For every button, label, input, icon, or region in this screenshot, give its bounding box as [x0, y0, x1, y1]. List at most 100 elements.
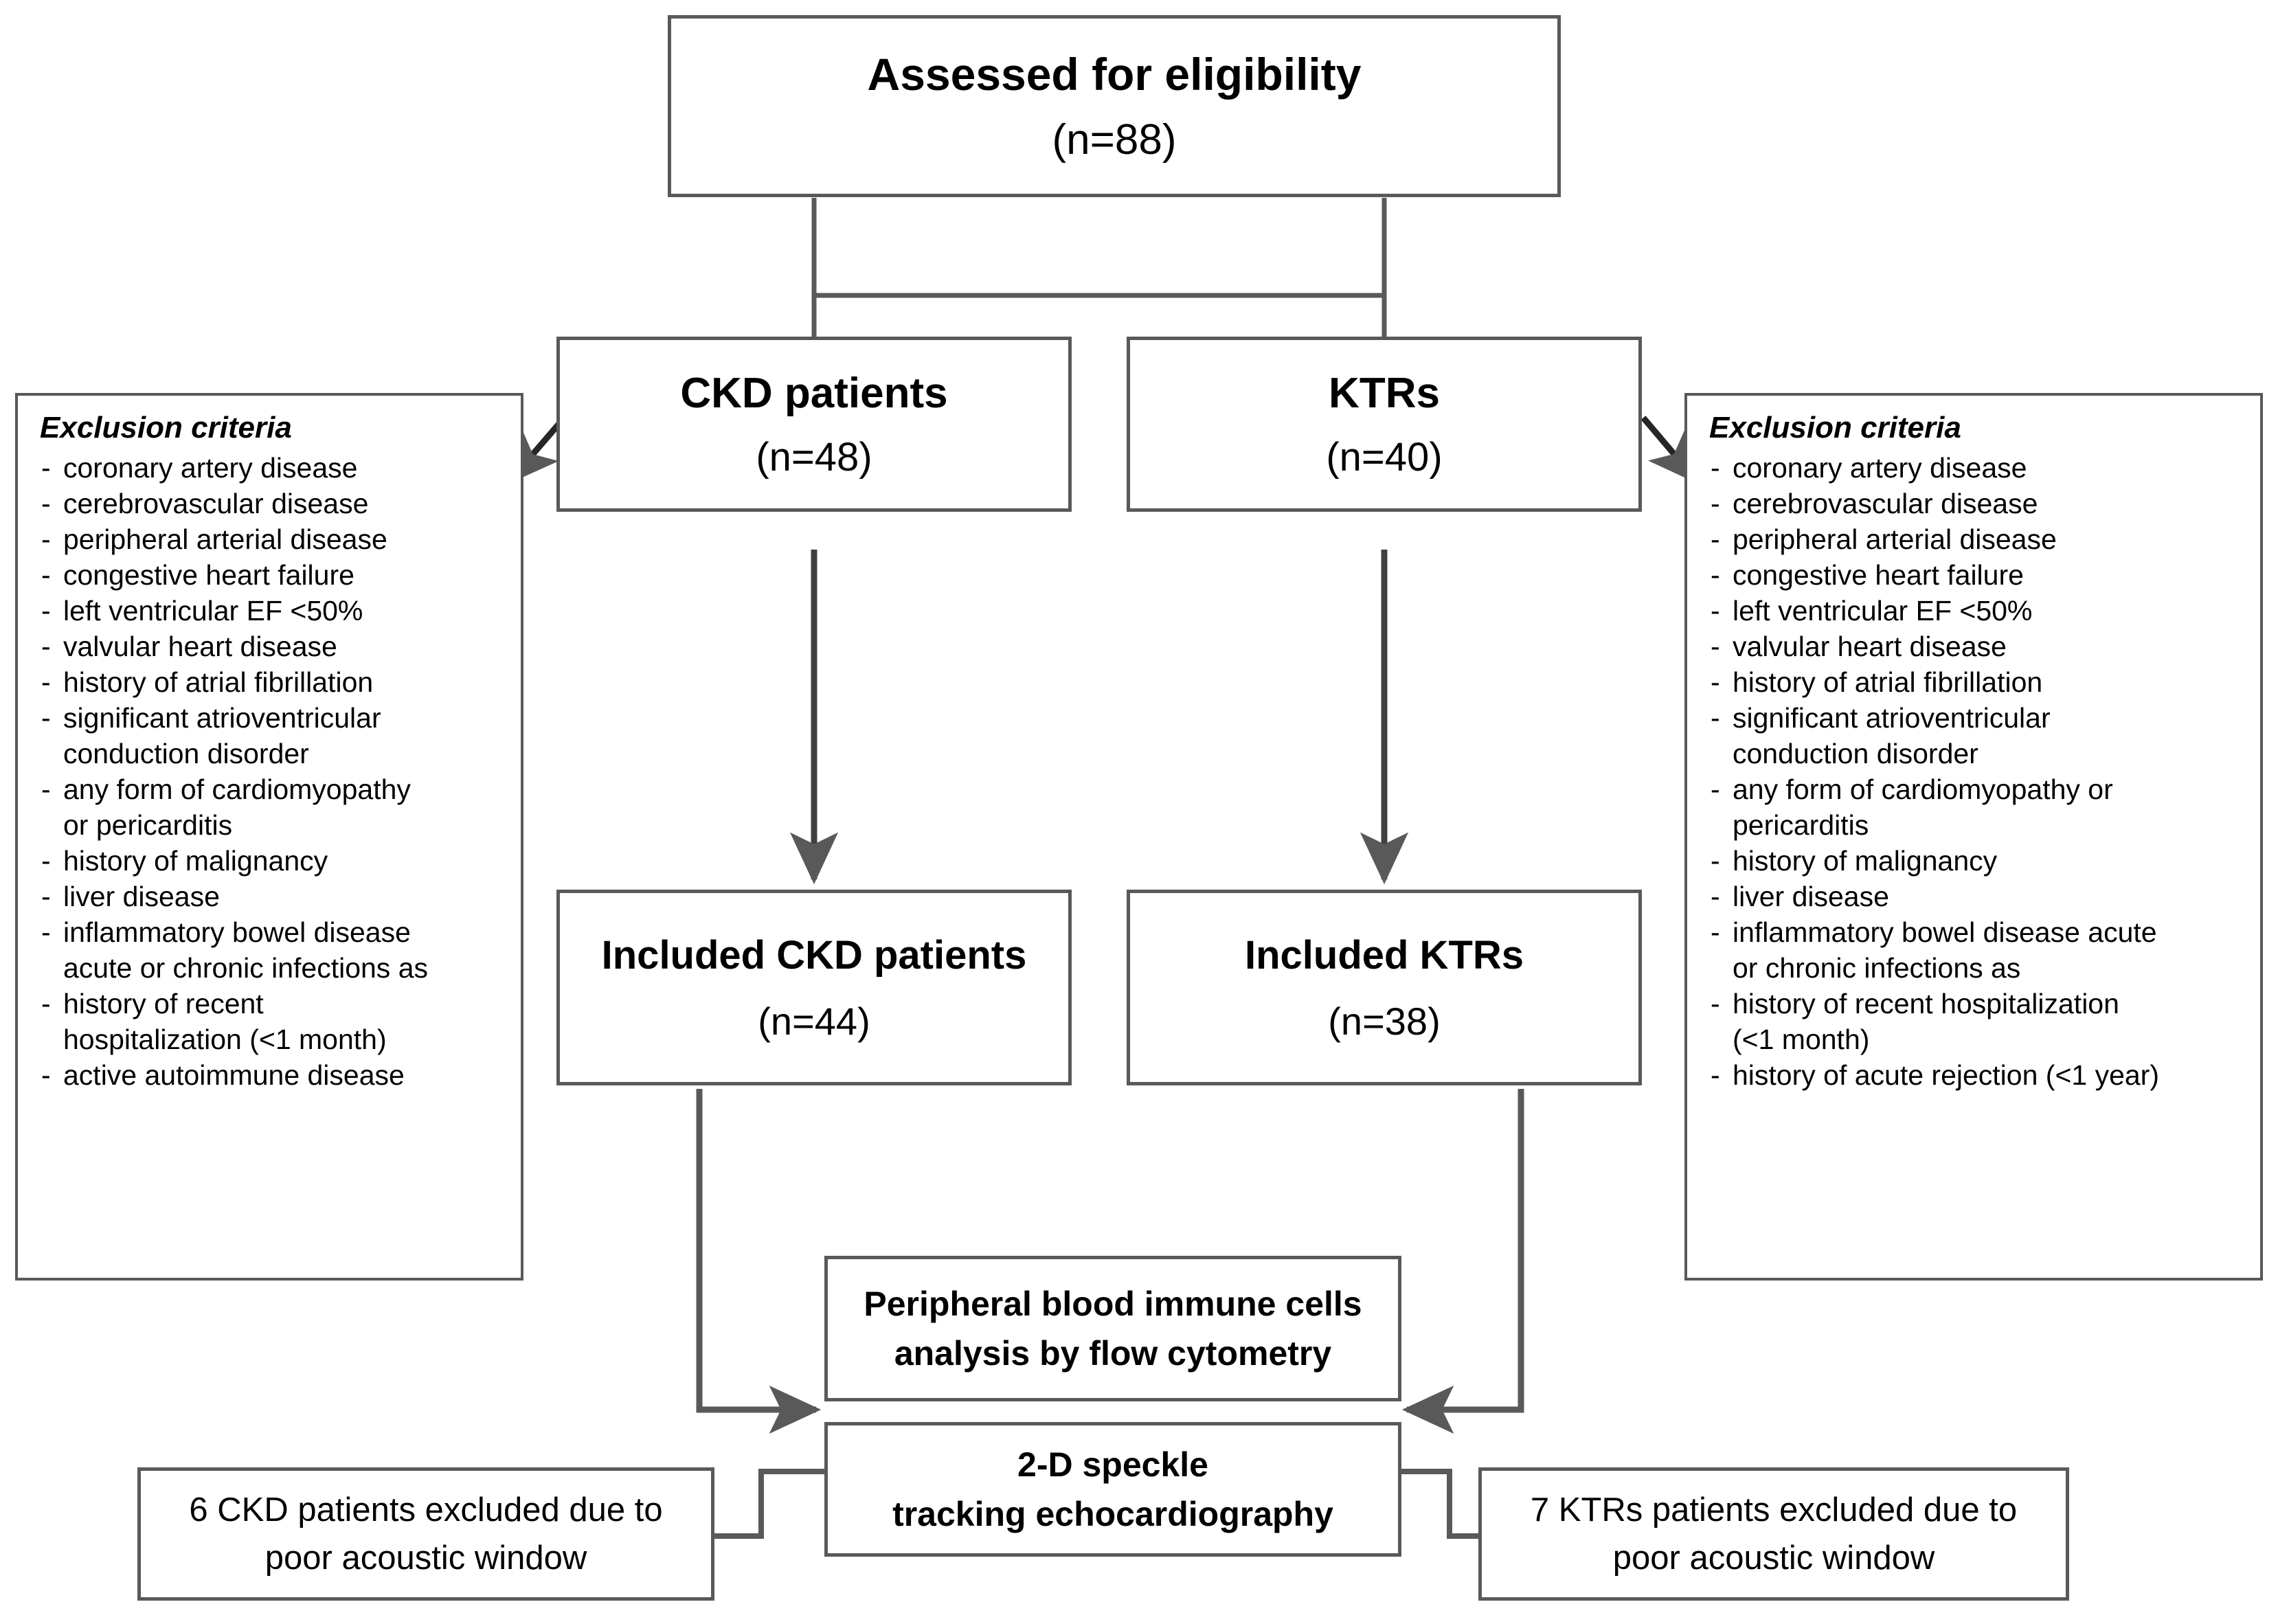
exclusion-item-text: history of atrial fibrillation [63, 666, 374, 699]
exclusion-item-text: any form of cardiomyopathy [63, 774, 411, 806]
node-ktrs-count: (n=40) [1326, 434, 1443, 480]
bullet-dash-icon: - [41, 488, 51, 520]
exclusion-list-item: -conduction disorder [1701, 736, 2246, 771]
node-flow-cytometry-line1: Peripheral blood immune cells [864, 1285, 1362, 1323]
node-included-ktrs: Included KTRs (n=38) [1127, 890, 1642, 1085]
exclusion-item-text: peripheral arterial disease [63, 523, 387, 556]
node-included-ckd-count: (n=44) [758, 999, 870, 1043]
exclusion-item-text: cerebrovascular disease [63, 488, 369, 520]
panel-exclusion-criteria-ckd: Exclusion criteria -coronary artery dise… [15, 393, 523, 1281]
exclusion-list-item: -coronary artery disease [1701, 451, 2246, 485]
node-ckd-count: (n=48) [756, 434, 872, 480]
exclusion-list-item: -pericarditis [1701, 808, 2246, 842]
exclusion-item-text: history of recent hospitalization [1733, 988, 2119, 1020]
node-excluded-ckd-acoustic-window: 6 CKD patients excluded due to poor acou… [137, 1467, 714, 1601]
exclusion-item-text: or pericarditis [63, 809, 233, 842]
exclusion-item-text: cerebrovascular disease [1733, 488, 2038, 520]
bullet-dash-icon: - [1711, 631, 1720, 663]
bullet-dash-icon: - [1711, 523, 1720, 556]
exclusion-item-text: liver disease [63, 881, 220, 913]
bullet-dash-icon: - [1711, 1059, 1720, 1092]
node-excluded-ckd-line1: 6 CKD patients excluded due to [189, 1491, 663, 1529]
exclusion-right-list: -coronary artery disease-cerebrovascular… [1701, 451, 2246, 1092]
exclusion-list-item: -or chronic infections as [1701, 951, 2246, 985]
exclusion-list-item: -cerebrovascular disease [1701, 486, 2246, 521]
exclusion-right-title: Exclusion criteria [1709, 411, 1961, 444]
exclusion-list-item: -conduction disorder [32, 736, 507, 771]
exclusion-item-text: significant atrioventricular [1733, 702, 2051, 734]
bullet-dash-icon: - [1711, 595, 1720, 627]
bullet-dash-icon: - [1711, 666, 1720, 699]
exclusion-list-item: -acute or chronic infections as [32, 951, 507, 985]
bullet-dash-icon: - [41, 774, 51, 806]
exclusion-list-item: - peripheral arterial disease [32, 522, 507, 556]
exclusion-item-text: history of malignancy [1733, 845, 1998, 877]
exclusion-list-item: - any form of cardiomyopathy or [1701, 772, 2246, 807]
exclusion-item-text: or chronic infections as [1733, 952, 2021, 984]
exclusion-list-item: -liver disease [32, 879, 507, 914]
bullet-dash-icon: - [41, 881, 51, 913]
connector-included-ktrs-to-speckle [1401, 1089, 1524, 1434]
node-speckle-tracking-echocardiography: 2-D speckle tracking echocardiography [824, 1422, 1401, 1557]
bullet-dash-icon: - [1711, 988, 1720, 1020]
bullet-dash-icon: - [1711, 559, 1720, 591]
exclusion-list-item: -history of atrial fibrillation [1701, 665, 2246, 699]
exclusion-item-text: history of acute rejection (<1 year) [1733, 1059, 2159, 1092]
bullet-dash-icon: - [41, 452, 51, 484]
exclusion-list-item: -coronary artery disease [32, 451, 507, 485]
exclusion-list-item: -history of malignancy [1701, 844, 2246, 878]
bullet-dash-icon: - [1711, 488, 1720, 520]
node-assessed-count: (n=88) [1052, 116, 1177, 163]
node-ckd-patients: CKD patients (n=48) [556, 337, 1072, 512]
node-speckle-line2: tracking echocardiography [892, 1495, 1333, 1533]
bullet-dash-icon: - [1711, 702, 1720, 734]
exclusion-item-text: history of atrial fibrillation [1733, 666, 2043, 699]
exclusion-item-text: coronary artery disease [1733, 452, 2027, 484]
bullet-dash-icon: - [1711, 774, 1720, 806]
exclusion-item-text: conduction disorder [1733, 738, 1978, 770]
node-included-ckd-title: Included CKD patients [601, 932, 1027, 978]
exclusion-item-text: pericarditis [1733, 809, 1869, 842]
exclusion-item-text: left ventricular EF <50% [63, 595, 363, 627]
exclusion-item-text: history of recent [63, 988, 264, 1020]
bullet-dash-icon: - [41, 845, 51, 877]
exclusion-item-text: coronary artery disease [63, 452, 358, 484]
bullet-dash-icon: - [1711, 916, 1720, 949]
node-included-ktrs-count: (n=38) [1328, 999, 1441, 1043]
exclusion-list-item: -valvular heart disease [1701, 629, 2246, 664]
panel-exclusion-criteria-ktrs: Exclusion criteria -coronary artery dise… [1684, 393, 2263, 1281]
exclusion-left-list: -coronary artery disease-cerebrovascular… [32, 451, 507, 1092]
exclusion-list-item: -congestive heart failure [32, 558, 507, 592]
exclusion-item-text: congestive heart failure [1733, 559, 2024, 591]
exclusion-item-text: (<1 month) [1733, 1024, 1870, 1056]
exclusion-list-item: -(<1 month) [1701, 1022, 2246, 1057]
exclusion-list-item: -liver disease [1701, 879, 2246, 914]
exclusion-list-item: -left ventricular EF <50% [1701, 594, 2246, 628]
exclusion-item-text: inflammatory bowel disease acute [1733, 916, 2157, 949]
exclusion-list-item: -history of acute rejection (<1 year) [1701, 1058, 2246, 1092]
node-ktrs-title: KTRs [1329, 369, 1440, 417]
node-ckd-title: CKD patients [680, 369, 948, 417]
exclusion-list-item: -history of recent hospitalization [1701, 986, 2246, 1021]
exclusion-list-item: - any form of cardiomyopathy [32, 772, 507, 807]
node-flow-cytometry-line2: analysis by flow cytometry [894, 1334, 1332, 1373]
node-excluded-ktrs-acoustic-window: 7 KTRs patients excluded due to poor aco… [1478, 1467, 2069, 1601]
exclusion-list-item: -history of recent [32, 986, 507, 1021]
node-flow-cytometry: Peripheral blood immune cells analysis b… [824, 1256, 1401, 1401]
node-assessed-for-eligibility: Assessed for eligibility (n=88) [668, 15, 1561, 197]
bullet-dash-icon: - [41, 702, 51, 734]
node-excluded-ktrs-line2: poor acoustic window [1612, 1540, 1935, 1577]
bullet-dash-icon: - [41, 988, 51, 1020]
exclusion-item-text: inflammatory bowel disease [63, 916, 411, 949]
exclusion-item-text: history of malignancy [63, 845, 328, 877]
node-included-ktrs-title: Included KTRs [1244, 932, 1524, 978]
connector-excluded-ckd-step [714, 1469, 824, 1539]
node-assessed-title: Assessed for eligibility [867, 49, 1362, 100]
connector-included-ckd-to-speckle [696, 1089, 822, 1434]
exclusion-left-title: Exclusion criteria [40, 411, 292, 444]
bullet-dash-icon: - [1711, 452, 1720, 484]
bullet-dash-icon: - [41, 523, 51, 556]
exclusion-item-text: hospitalization (<1 month) [63, 1024, 387, 1056]
node-ktrs: KTRs (n=40) [1127, 337, 1642, 512]
node-excluded-ckd-line2: poor acoustic window [264, 1540, 587, 1577]
